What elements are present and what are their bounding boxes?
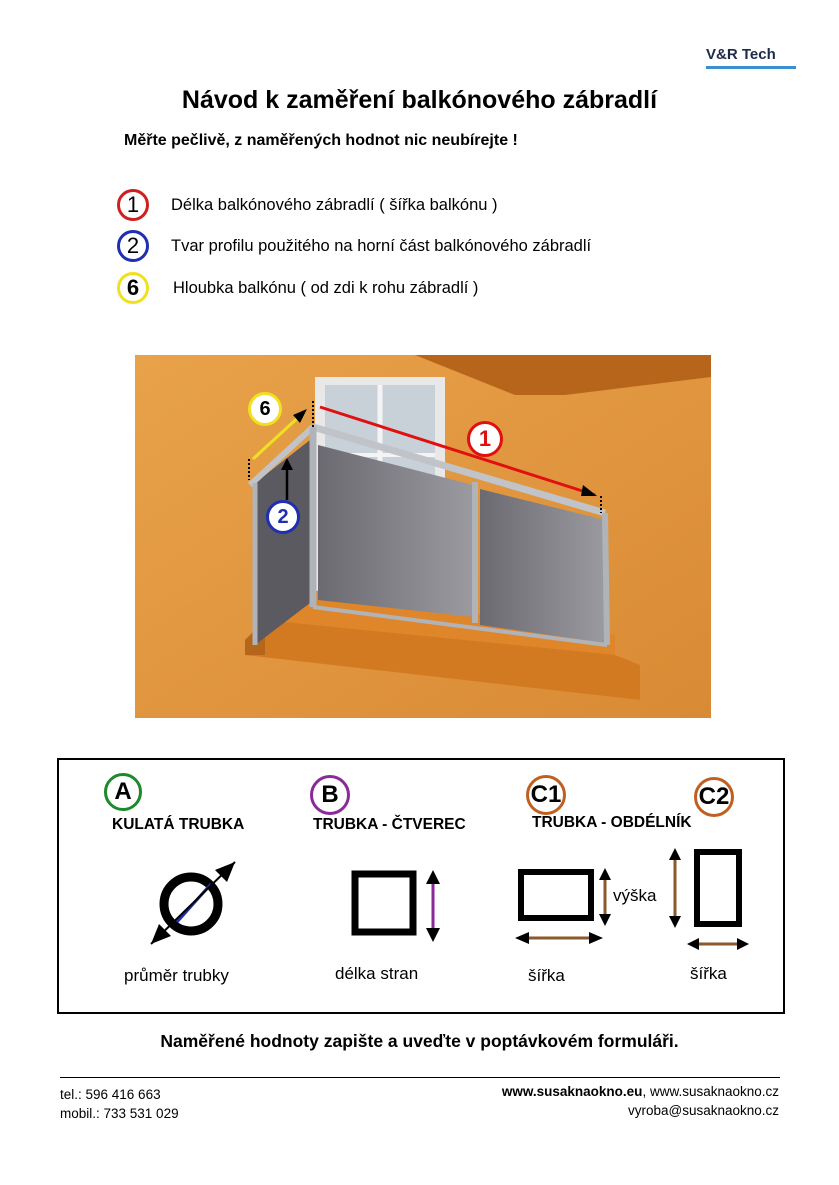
profile-badge-a: A — [104, 773, 142, 811]
page-subtitle: Měřte pečlivě, z naměřených hodnot nic n… — [124, 132, 518, 149]
square-tube-icon — [351, 870, 440, 942]
profile-label-b: TRUBKA - ČTVEREC — [313, 816, 466, 833]
photo-marker-1: 1 — [467, 421, 503, 457]
legend-badge-6: 6 — [117, 272, 149, 304]
footer-web-secondary-link[interactable]: , www.susaknaokno.cz — [642, 1084, 779, 1099]
profile-badge-c2: C2 — [694, 777, 734, 817]
logo-underline — [706, 66, 796, 69]
bottom-note: Naměřené hodnoty zapište a uveďte v popt… — [160, 1031, 679, 1051]
profile-badge-b: B — [310, 775, 350, 815]
footer-divider — [60, 1077, 780, 1078]
rectangle-tube-vertical-icon — [669, 848, 749, 950]
page-title: Návod k zaměření balkónového zábradlí — [181, 86, 658, 114]
legend-badge-1: 1 — [117, 189, 149, 221]
profile-badge-c1: C1 — [526, 775, 566, 815]
footer-tel: tel.: 596 416 663 — [60, 1087, 161, 1102]
footer-email[interactable]: vyroba@susaknaokno.cz — [627, 1103, 779, 1118]
legend-text-1: Délka balkónového zábradlí ( šířka balkó… — [171, 195, 498, 214]
legend-text-6: Hloubka balkónu ( od zdi k rohu zábradlí… — [173, 278, 479, 297]
rectangle-tube-icon — [515, 868, 611, 944]
round-tube-icon — [150, 861, 236, 945]
profile-caption-c1: šířka — [528, 966, 565, 985]
legend-item-6: 6 Hloubka balkónu ( od zdi k rohu zábrad… — [117, 270, 478, 306]
profile-caption-a: průměr trubky — [124, 966, 229, 985]
photo-marker-2: 2 — [266, 500, 300, 534]
brand-logo: V&R Tech — [706, 46, 798, 72]
balcony-illustration — [135, 355, 711, 718]
profile-label-c: TRUBKA - OBDÉLNÍK — [532, 814, 692, 831]
legend-item-2: 2 Tvar profilu použitého na horní část b… — [117, 228, 591, 264]
profile-types-box: A KULATÁ TRUBKA průměr trubky B TRUBKA -… — [57, 758, 785, 1014]
photo-marker-6: 6 — [248, 392, 282, 426]
legend-item-1: 1 Délka balkónového zábradlí ( šířka bal… — [117, 187, 498, 223]
legend-badge-2: 2 — [117, 230, 149, 262]
brand-logo-text: V&R Tech — [706, 46, 776, 63]
balcony-photo: 6 1 2 — [135, 355, 711, 718]
profile-label-a: KULATÁ TRUBKA — [112, 816, 245, 833]
footer-web-primary-link[interactable]: www.susaknaokno.eu — [501, 1084, 643, 1099]
legend-text-2: Tvar profilu použitého na horní část bal… — [171, 236, 592, 255]
profile-caption-c2: šířka — [690, 964, 727, 983]
profile-caption-vyska: výška — [613, 886, 657, 905]
profile-caption-b: délka stran — [335, 964, 419, 983]
footer-web: www.susaknaokno.eu, www.susaknaokno.cz — [502, 1084, 779, 1099]
footer-mobil: mobil.: 733 531 029 — [60, 1106, 179, 1121]
